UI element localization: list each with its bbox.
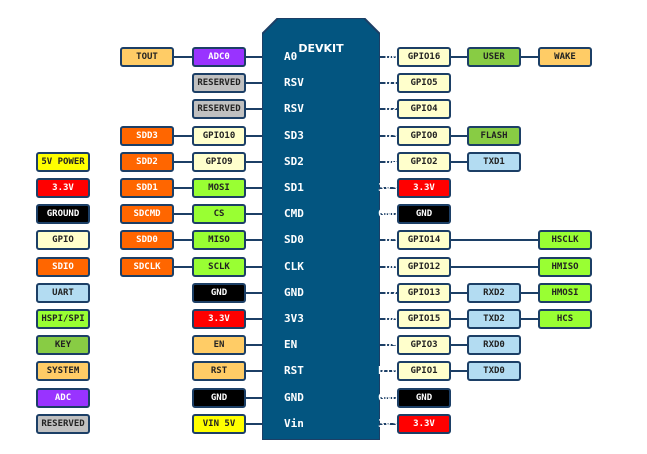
label-system: RST xyxy=(192,361,246,382)
pin-left: EN xyxy=(284,338,298,352)
label-power: 3.3V xyxy=(192,309,246,329)
label-system: TOUT xyxy=(120,47,174,67)
pin-left: GND xyxy=(284,285,304,299)
label-uart: RXD0 xyxy=(467,335,521,356)
wire-right xyxy=(378,265,568,268)
label-gpio: GPIO12 xyxy=(397,256,451,277)
label-hspi: SCLK xyxy=(192,256,246,277)
label-gpio: GPIO16 xyxy=(397,47,451,67)
label-gpio: GPIO15 xyxy=(397,309,451,329)
legend-sdio: SDIO xyxy=(36,256,90,277)
pin-right: GND xyxy=(378,207,398,221)
label-sdio: SDD3 xyxy=(120,125,174,146)
legend-uart: UART xyxy=(36,282,90,303)
label-uart: TXD1 xyxy=(467,151,521,172)
pin-left: RSV xyxy=(284,76,304,90)
pin-left: RSV xyxy=(284,102,304,116)
label-sdio: SDCMD xyxy=(120,204,174,225)
legend-power: 3.3V xyxy=(36,178,90,198)
label-ground: GND xyxy=(397,387,451,408)
legend-power5: 5V POWER xyxy=(36,151,90,172)
label-reserved: RESERVED xyxy=(192,99,246,120)
legend-ground: GROUND xyxy=(36,204,90,225)
pin-left: CMD xyxy=(284,207,304,221)
label-system: EN xyxy=(192,335,246,356)
pin-right: D8 xyxy=(384,312,398,325)
pin-right: D5 xyxy=(384,233,398,247)
label-gpio: GPIO2 xyxy=(397,151,451,172)
pin-right: D6 xyxy=(384,259,398,273)
label-hspi: HCS xyxy=(538,309,592,329)
pin-left: SD0 xyxy=(284,233,304,247)
legend-hspi: HSPI/SPI xyxy=(36,309,90,329)
pin-right: D0 xyxy=(384,50,398,63)
label-adc: ADC0 xyxy=(192,47,246,67)
label-ground: GND xyxy=(192,387,246,408)
label-uart: TXD0 xyxy=(467,361,521,382)
label-sdio: SDCLK xyxy=(120,256,174,277)
label-uart: RXD2 xyxy=(467,282,521,303)
label-gpio: GPIO10 xyxy=(192,125,246,146)
label-hspi: HSCLK xyxy=(538,230,592,251)
label-gpio: GPIO0 xyxy=(397,125,451,146)
wire-right xyxy=(378,239,568,242)
label-hspi: CS xyxy=(192,204,246,225)
pin-right: 3V3 xyxy=(378,181,398,194)
legend-key: KEY xyxy=(36,335,90,356)
pin-right: D7 xyxy=(384,285,398,299)
label-gpio: GPIO9 xyxy=(192,151,246,172)
label-hspi: HMISO xyxy=(538,256,592,277)
label-ground: GND xyxy=(192,282,246,303)
pin-right: 3V3 xyxy=(378,416,398,430)
pin-left: RST xyxy=(284,364,304,378)
label-gpio: GPIO3 xyxy=(397,335,451,356)
label-power: 3.3V xyxy=(397,413,451,434)
label-key: FLASH xyxy=(467,125,521,146)
pin-right: D4 xyxy=(384,154,398,168)
label-uart: TXD2 xyxy=(467,309,521,329)
pin-left: SD3 xyxy=(284,128,304,142)
legend-reserved: RESERVED xyxy=(36,413,90,434)
pin-left: 3V3 xyxy=(284,312,304,325)
label-reserved: RESERVED xyxy=(192,73,246,94)
pin-left: CLK xyxy=(284,259,304,273)
pin-right: D10 xyxy=(378,364,398,378)
label-sdio: SDD2 xyxy=(120,151,174,172)
pin-right: GND xyxy=(378,390,398,404)
label-system: WAKE xyxy=(538,47,592,67)
pin-right: D3 xyxy=(384,128,398,142)
board-title: DEVKIT xyxy=(298,42,344,55)
label-gpio: GPIO5 xyxy=(397,73,451,94)
label-gpio: GPIO13 xyxy=(397,282,451,303)
label-gpio: GPIO1 xyxy=(397,361,451,382)
label-hspi: MOSI xyxy=(192,178,246,198)
label-ground: GND xyxy=(397,204,451,225)
pin-right: D1 xyxy=(384,76,398,90)
board-shape xyxy=(262,18,380,440)
label-power: 3.3V xyxy=(397,178,451,198)
legend-system: SYSTEM xyxy=(36,361,90,382)
legend-gpio: GPIO xyxy=(36,230,90,251)
label-sdio: SDD0 xyxy=(120,230,174,251)
label-gpio: GPIO4 xyxy=(397,99,451,120)
label-hspi: MISO xyxy=(192,230,246,251)
label-key: USER xyxy=(467,47,521,67)
pin-right: D2 xyxy=(384,102,398,116)
pin-left: GND xyxy=(284,390,304,404)
label-gpio: GPIO14 xyxy=(397,230,451,251)
label-hspi: HMOSI xyxy=(538,282,592,303)
pin-right: D9 xyxy=(384,338,398,352)
pin-left: SD2 xyxy=(284,154,304,168)
pin-left: Vin xyxy=(284,416,304,430)
pin-left: SD1 xyxy=(284,181,304,194)
label-power5: VIN 5V xyxy=(192,413,246,434)
devkit-board: DEVKIT xyxy=(262,18,380,440)
pin-left: A0 xyxy=(284,50,298,63)
legend-adc: ADC xyxy=(36,387,90,408)
label-sdio: SDD1 xyxy=(120,178,174,198)
